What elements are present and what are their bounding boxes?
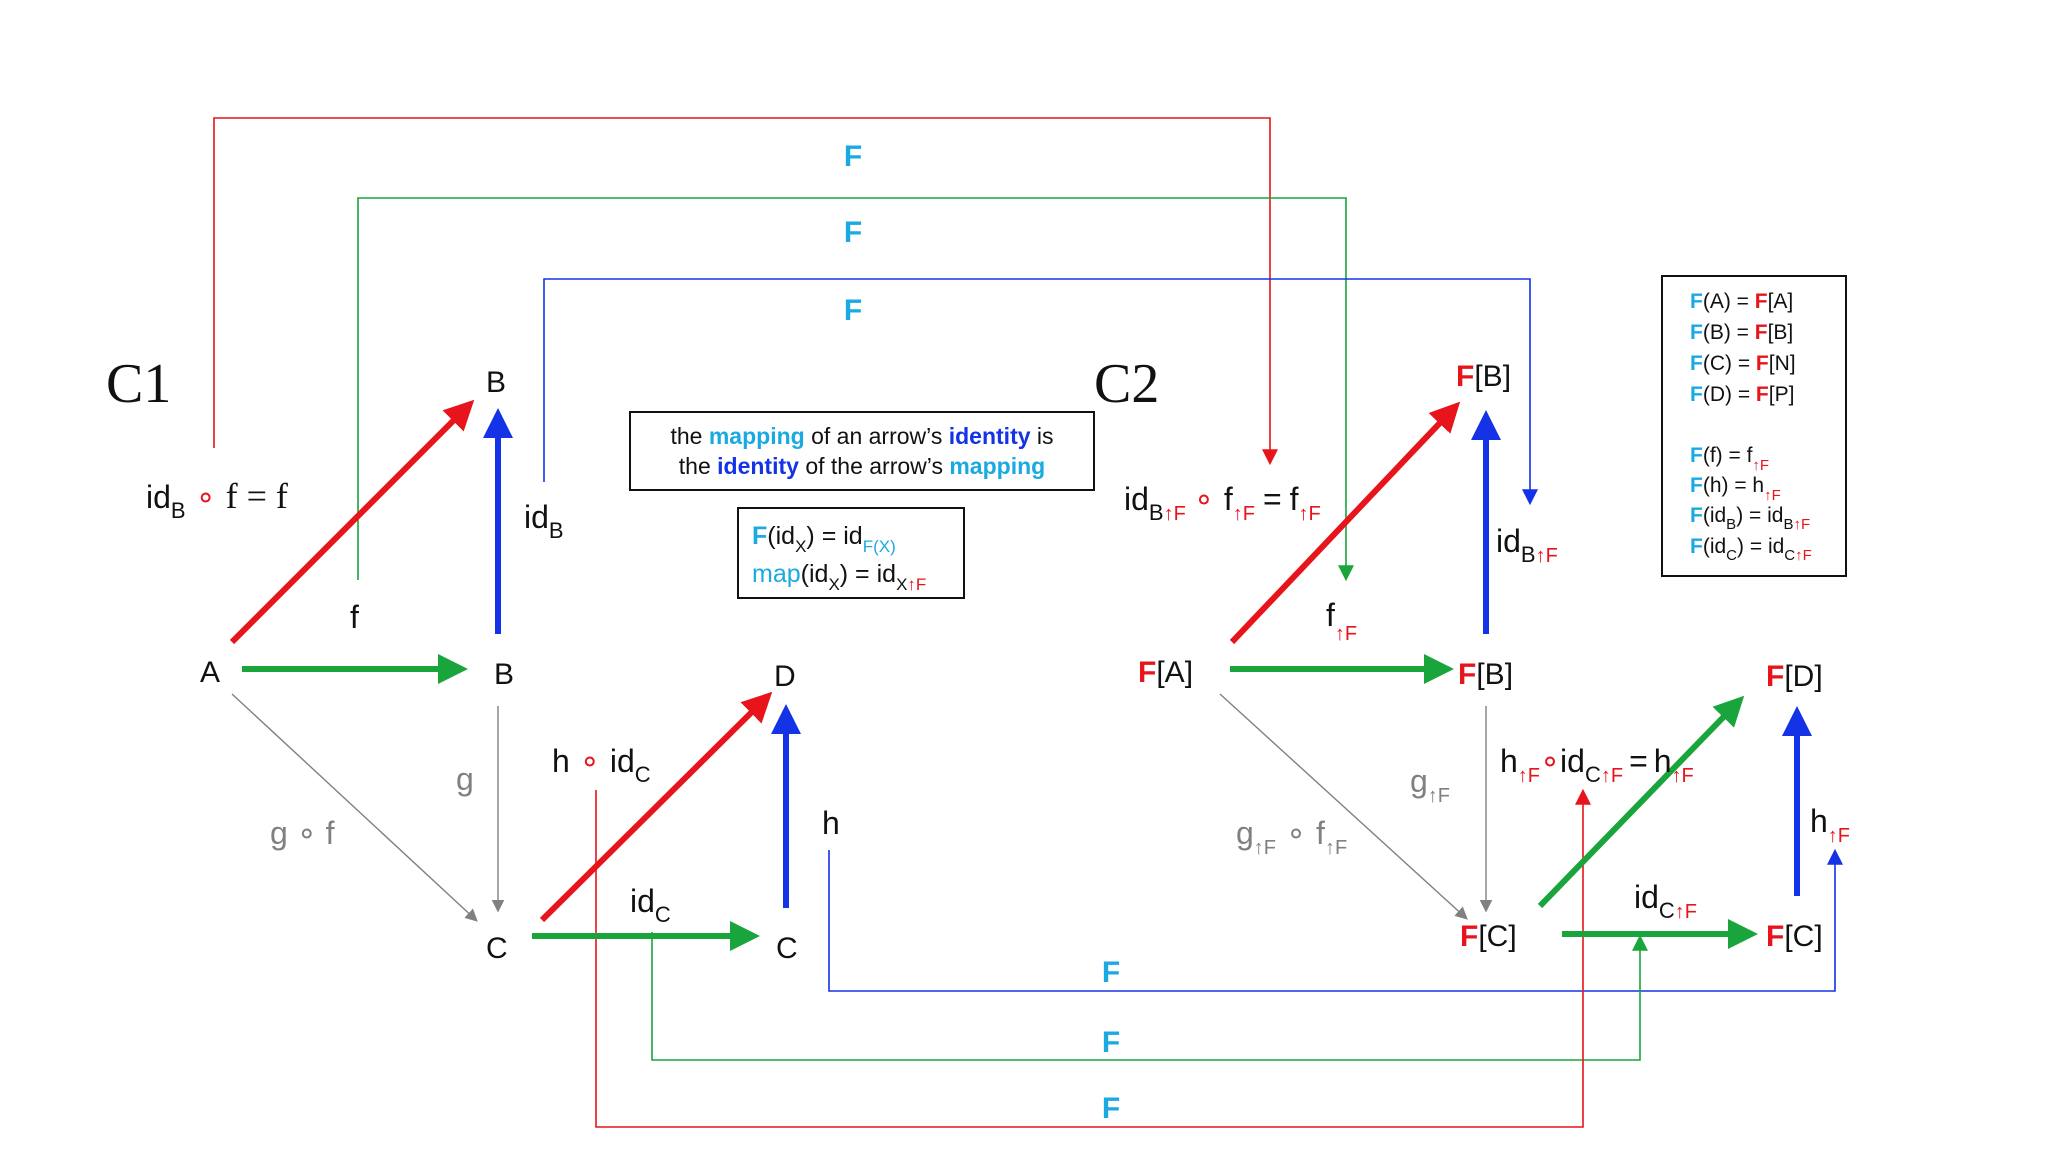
functor-label-top-3: F [844, 294, 862, 327]
c1-label-g: g [456, 761, 474, 797]
legend-arrow-row-3: F(idB) = idB↑F [1690, 504, 1810, 533]
functor-line-blue-bottom [828, 848, 1843, 992]
legend-arrow-row-1: F(f) = f↑F [1690, 444, 1769, 474]
c1-node-B: B [494, 658, 514, 691]
functor-line-green-top [357, 197, 1354, 582]
functor-label-top-1: F [844, 140, 862, 173]
c2-arrow-FC-FD-green [1537, 695, 1745, 909]
c1-label-idB: idB [524, 499, 564, 543]
legend-box [1661, 275, 1847, 577]
functor-label-top-2: F [844, 216, 862, 249]
c1-node-A: A [200, 656, 220, 689]
c1-arrow-A-B-top-red [229, 399, 475, 645]
functor-label-bottom-2: F [1102, 1026, 1120, 1059]
c2-identity-law: idB↑F∘f↑F=f↑F [1124, 481, 1321, 525]
c1-label-idC: idC [630, 883, 671, 927]
legend-obj-row-1: F(A) = F[A] [1690, 290, 1793, 313]
c2-label-gof: g↑F∘f↑F [1236, 815, 1347, 859]
c2-label-h-comp-idC: h↑F∘idC↑F=h↑F [1500, 743, 1694, 787]
c2-label-f: f↑F [1326, 597, 1357, 645]
functor-line-red-top [213, 117, 1278, 466]
note-line-1: the mapping of an arrow’s identity is [670, 423, 1053, 449]
legend-arrow-row-4: F(idC) = idC↑F [1690, 535, 1812, 564]
c2-label-idB: idB↑F [1496, 523, 1558, 567]
functor-line-red-bottom [595, 788, 1591, 1128]
c2-node-FB-top: F[B] [1456, 360, 1511, 393]
c1-identity-law: idB∘f = f [146, 476, 288, 523]
c1-arrow-gof-gray [231, 693, 478, 922]
legend-obj-row-4: F(D) = F[P] [1690, 383, 1794, 406]
c2-label-g: g↑F [1410, 763, 1450, 807]
category-c2-title: C2 [1094, 353, 1159, 415]
c2-arrow-gof-gray [1219, 693, 1468, 920]
category-c1-title: C1 [106, 353, 171, 415]
formula-line-2: map(idX) = idX↑F [752, 560, 926, 594]
c1-label-h: h [822, 805, 840, 841]
functor-line-blue-top [543, 278, 1538, 506]
note-box [629, 411, 1095, 491]
c2-label-idC: idC↑F [1634, 879, 1697, 923]
c1-node-C-right: C [776, 932, 798, 965]
functor-label-bottom-1: F [1102, 956, 1120, 989]
functor-label-bottom-3: F [1102, 1092, 1120, 1125]
note-line-2: the identity of the arrow’s mapping [679, 453, 1045, 479]
c2-node-FC: F[C] [1460, 920, 1517, 953]
c1-label-h-comp-idC: h∘idC [552, 743, 651, 787]
c1-node-C: C [486, 932, 508, 965]
c2-node-FC-right: F[C] [1766, 920, 1823, 953]
c2-label-h: h↑F [1810, 803, 1850, 847]
c2-node-FD: F[D] [1766, 660, 1823, 693]
c2-node-FB: F[B] [1458, 658, 1513, 691]
legend-obj-row-2: F(B) = F[B] [1690, 321, 1793, 344]
legend-arrow-row-2: F(h) = h↑F [1690, 474, 1781, 504]
formula-box [737, 507, 965, 599]
legend-obj-row-3: F(C) = F[N] [1690, 352, 1796, 375]
c1-node-D: D [774, 660, 796, 693]
c1-label-f: f [350, 599, 359, 635]
formula-line-1: F(idX) = idF(X) [752, 522, 896, 556]
c1-label-gof: g ∘ f [270, 815, 335, 851]
c2-node-FA: F[A] [1138, 656, 1193, 689]
functor-line-green-bottom [651, 932, 1648, 1061]
c1-node-B-top: B [486, 366, 506, 399]
c2-arrow-FA-FB-top-red [1229, 401, 1461, 645]
c1-arrow-C-D-red [539, 691, 773, 923]
